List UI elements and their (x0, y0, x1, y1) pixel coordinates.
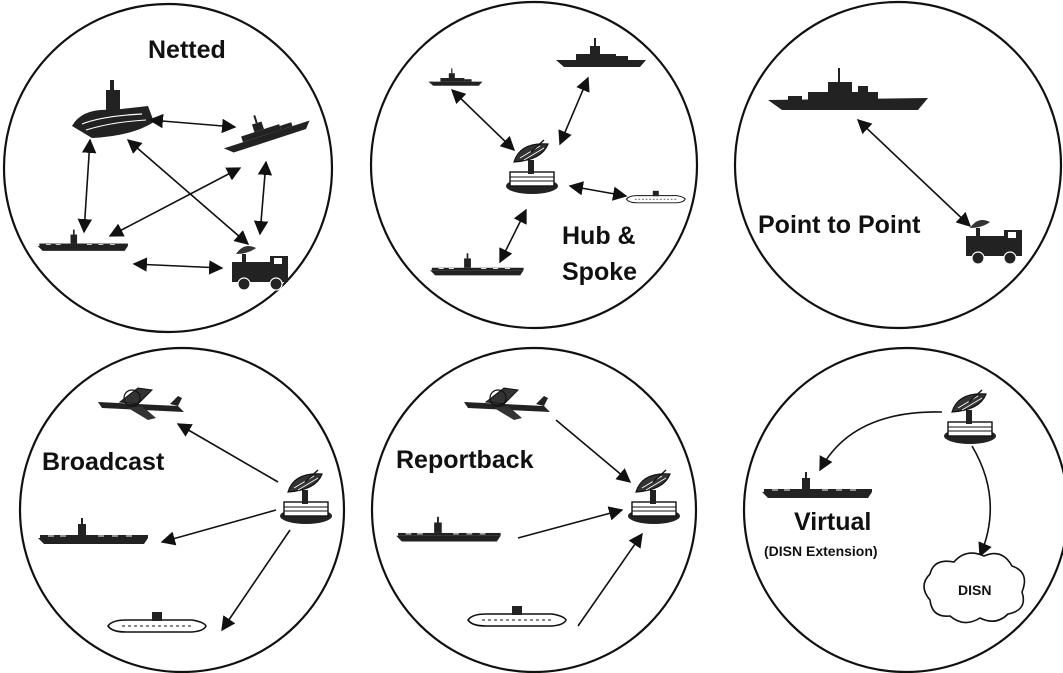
satellite-dish-station-icon (943, 389, 997, 445)
aircraft-carrier-icon (395, 516, 502, 542)
cloud-icon (923, 552, 1026, 624)
aircraft-carrier-icon (429, 252, 525, 276)
reportback-title: Reportback (396, 446, 534, 474)
netted-circle (2, 2, 334, 334)
aircraft-carrier-icon (71, 79, 155, 139)
hub-spoke-diagram: Hub & Spoke (369, 0, 699, 330)
broadcast-title: Broadcast (42, 448, 165, 476)
aircraft-carrier-icon (37, 517, 149, 545)
satellite-dish-station-icon (505, 139, 559, 195)
broadcast-diagram: Broadcast (18, 346, 346, 673)
aircraft-carrier-icon (37, 229, 129, 252)
reportback-diagram: Reportback (370, 346, 698, 673)
point-to-point-circle (733, 0, 1063, 330)
hub-spoke-circle (369, 0, 699, 330)
hub-spoke-title-line1: Hub & (562, 222, 636, 250)
virtual-circle (742, 346, 1063, 673)
cloud-label: DISN (958, 582, 991, 598)
aircraft-carrier-icon (761, 471, 873, 499)
virtual-diagram: Virtual (DISN Extension) DISN (742, 346, 1063, 673)
submarine-icon (107, 611, 207, 633)
submarine-icon (625, 190, 686, 204)
destroyer-icon (556, 38, 646, 67)
satellite-dish-station-icon (627, 469, 681, 525)
submarine-icon (467, 605, 567, 627)
aircraft-icon (463, 387, 551, 421)
virtual-subtitle: (DISN Extension) (764, 543, 878, 559)
point-to-point-title: Point to Point (758, 211, 921, 239)
netted-diagram: Netted (2, 2, 334, 334)
mobile-terminal-truck-icon (231, 245, 289, 291)
aircraft-icon (97, 387, 185, 421)
reportback-circle (370, 346, 698, 673)
virtual-title: Virtual (794, 508, 871, 536)
netted-title: Netted (148, 36, 226, 64)
broadcast-circle (18, 346, 346, 673)
destroyer-icon (428, 68, 483, 86)
point-to-point-diagram: Point to Point (733, 0, 1063, 330)
mobile-terminal-truck-icon (965, 219, 1023, 265)
satellite-dish-station-icon (279, 469, 333, 525)
cruiser-icon (768, 68, 928, 110)
hub-spoke-title-line2: Spoke (562, 258, 637, 286)
